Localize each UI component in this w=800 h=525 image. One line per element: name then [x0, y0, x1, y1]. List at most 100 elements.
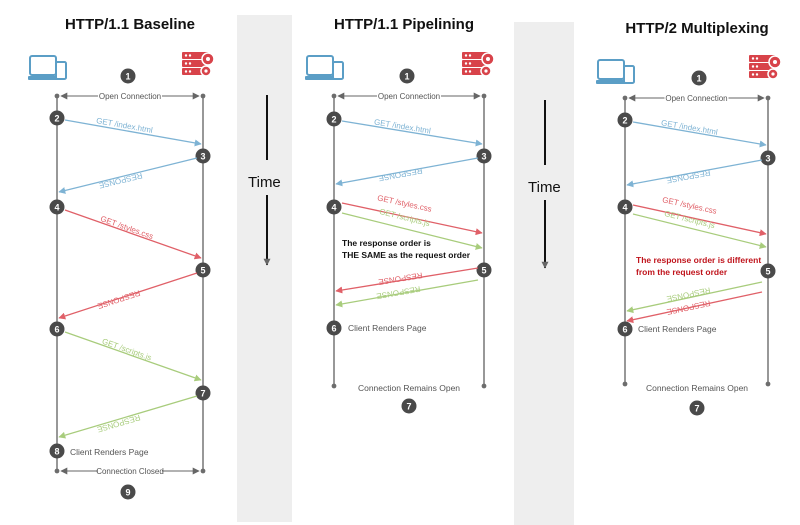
pipelining-step-2-text: 2 — [331, 114, 336, 124]
pipelining-server-icon — [462, 52, 495, 77]
baseline-server-lifeline-bottom-dot — [200, 468, 206, 474]
pipelining-server-lifeline-top-dot — [481, 93, 487, 99]
multiplexing-msg-get-index — [632, 121, 767, 148]
multiplexing-open-connection-label: Open Connection — [665, 94, 727, 103]
pipelining-msg-response-2 — [335, 267, 479, 294]
panel-title-multiplexing: HTTP/2 Multiplexing — [625, 20, 769, 37]
baseline-open-connection-label: Open Connection — [99, 92, 161, 101]
pipelining-msg-get-scripts — [341, 212, 483, 250]
baseline-step-9 — [120, 484, 136, 500]
multiplexing-server-icon — [749, 55, 782, 80]
multiplexing-step-2 — [617, 112, 633, 128]
pipelining-open-connection-label: Open Connection — [378, 92, 440, 101]
multiplexing-msg-response-1 — [626, 159, 763, 188]
multiplexing-msg-response-1b — [626, 281, 763, 314]
baseline-client-renders: Client Renders Page — [70, 447, 149, 457]
baseline-step-2 — [49, 110, 65, 126]
pipelining-msg-response-3 — [335, 279, 479, 308]
multiplexing-step-2-text: 2 — [622, 115, 627, 125]
pipelining-step-5-text: 5 — [481, 265, 486, 275]
pipelining-msg-response-2-label: RESPONSE — [378, 270, 423, 286]
pipelining-note-line-1: The response order is — [342, 238, 431, 248]
pipelining-note: The response order is THE SAME as the re… — [342, 237, 470, 261]
baseline-step-3 — [195, 148, 211, 164]
pipelining-open-connection-bg — [377, 90, 441, 101]
baseline-step-5-text: 5 — [200, 265, 205, 275]
baseline-step-8-text: 8 — [54, 446, 59, 456]
multiplexing-step-1-text: 1 — [696, 73, 701, 83]
pipelining-step-2 — [326, 111, 342, 127]
pipelining-connection-remains-open: Connection Remains Open — [358, 383, 460, 393]
pipelining-step-1-text: 1 — [404, 71, 409, 81]
multiplexing-step-1 — [691, 70, 707, 86]
pipelining-msg-response-1-label: RESPONSE — [378, 166, 423, 183]
baseline-step-4-text: 4 — [54, 202, 59, 212]
pipelining-client-lifeline-bottom-dot — [331, 383, 337, 389]
multiplexing-client-renders: Client Renders Page — [638, 324, 717, 334]
pipelining-step-7-text: 7 — [406, 401, 411, 411]
multiplexing-note-line-2: from the request order — [636, 267, 728, 277]
baseline-msg-get-scripts-label: GET /scripts.js — [101, 337, 153, 363]
pipelining-step-7 — [401, 398, 417, 414]
pipelining-step-5 — [476, 262, 492, 278]
pipelining-msg-response-1 — [335, 157, 479, 187]
baseline-step-7-text: 7 — [200, 388, 205, 398]
baseline-step-1 — [120, 68, 136, 84]
multiplexing-note: The response order is different from the… — [636, 254, 761, 278]
baseline-msg-get-styles — [64, 209, 202, 260]
multiplexing-server-lifeline-bottom-dot — [765, 381, 771, 387]
pipelining-step-4 — [326, 199, 342, 215]
baseline-connection-closed-label: Connection Closed — [96, 467, 164, 476]
baseline-msg-response-1 — [58, 157, 198, 194]
pipelining-msg-get-index-label: GET /index.html — [373, 117, 431, 135]
pipelining-step-1 — [399, 68, 415, 84]
baseline-msg-response-1-label: RESPONSE — [98, 171, 143, 190]
pipelining-msg-get-index — [341, 120, 483, 147]
multiplexing-client-lifeline-bottom-dot — [622, 381, 628, 387]
time-label-left: Time — [248, 174, 281, 191]
baseline-step-6-text: 6 — [54, 324, 59, 334]
baseline-step-3-text: 3 — [200, 151, 205, 161]
baseline-msg-response-3-label: RESPONSE — [96, 413, 141, 434]
multiplexing-server-lifeline-top-dot — [765, 95, 771, 101]
baseline-msg-get-index-label: GET /index.html — [95, 116, 153, 135]
pipelining-step-6 — [326, 320, 342, 336]
divider-strip-left — [237, 15, 292, 522]
multiplexing-step-3 — [760, 150, 776, 166]
multiplexing-step-6-text: 6 — [622, 324, 627, 334]
baseline-step-2-text: 2 — [54, 113, 59, 123]
baseline-msg-get-styles-label: GET /styles.css — [99, 214, 154, 241]
multiplexing-msg-response-1-label: RESPONSE — [666, 168, 711, 185]
multiplexing-step-5 — [760, 263, 776, 279]
panel-title-pipelining: HTTP/1.1 Pipelining — [333, 16, 475, 33]
time-label-right: Time — [528, 179, 561, 196]
multiplexing-step-5-text: 5 — [765, 266, 770, 276]
baseline-client-lifeline-top-dot — [54, 93, 60, 99]
multiplexing-msg-get-scripts — [632, 213, 767, 249]
baseline-open-connection-bg — [98, 90, 162, 101]
multiplexing-connection-remains-open: Connection Remains Open — [646, 383, 748, 393]
multiplexing-step-3-text: 3 — [765, 153, 770, 163]
baseline-client-icon — [28, 55, 67, 80]
multiplexing-msg-get-styles — [632, 204, 767, 237]
baseline-msg-get-index — [64, 119, 202, 147]
pipelining-step-3 — [476, 148, 492, 164]
multiplexing-step-4 — [617, 199, 633, 215]
baseline-step-1-text: 1 — [125, 71, 130, 81]
multiplexing-msg-response-2b — [626, 291, 763, 324]
multiplexing-note-line-1: The response order is different — [636, 255, 762, 265]
baseline-msg-response-3 — [58, 395, 198, 439]
pipelining-step-3-text: 3 — [481, 151, 486, 161]
pipelining-step-4-text: 4 — [331, 202, 336, 212]
baseline-msg-response-2-label: RESPONSE — [96, 288, 141, 310]
baseline-server-icon — [182, 52, 215, 77]
baseline-step-4 — [49, 199, 65, 215]
pipelining-msg-get-styles — [341, 202, 483, 236]
baseline-step-9-text: 9 — [125, 487, 130, 497]
baseline-step-5 — [195, 262, 211, 278]
pipelining-server-lifeline-bottom-dot — [481, 383, 487, 389]
baseline-step-6 — [49, 321, 65, 337]
pipelining-client-renders: Client Renders Page — [348, 323, 427, 333]
